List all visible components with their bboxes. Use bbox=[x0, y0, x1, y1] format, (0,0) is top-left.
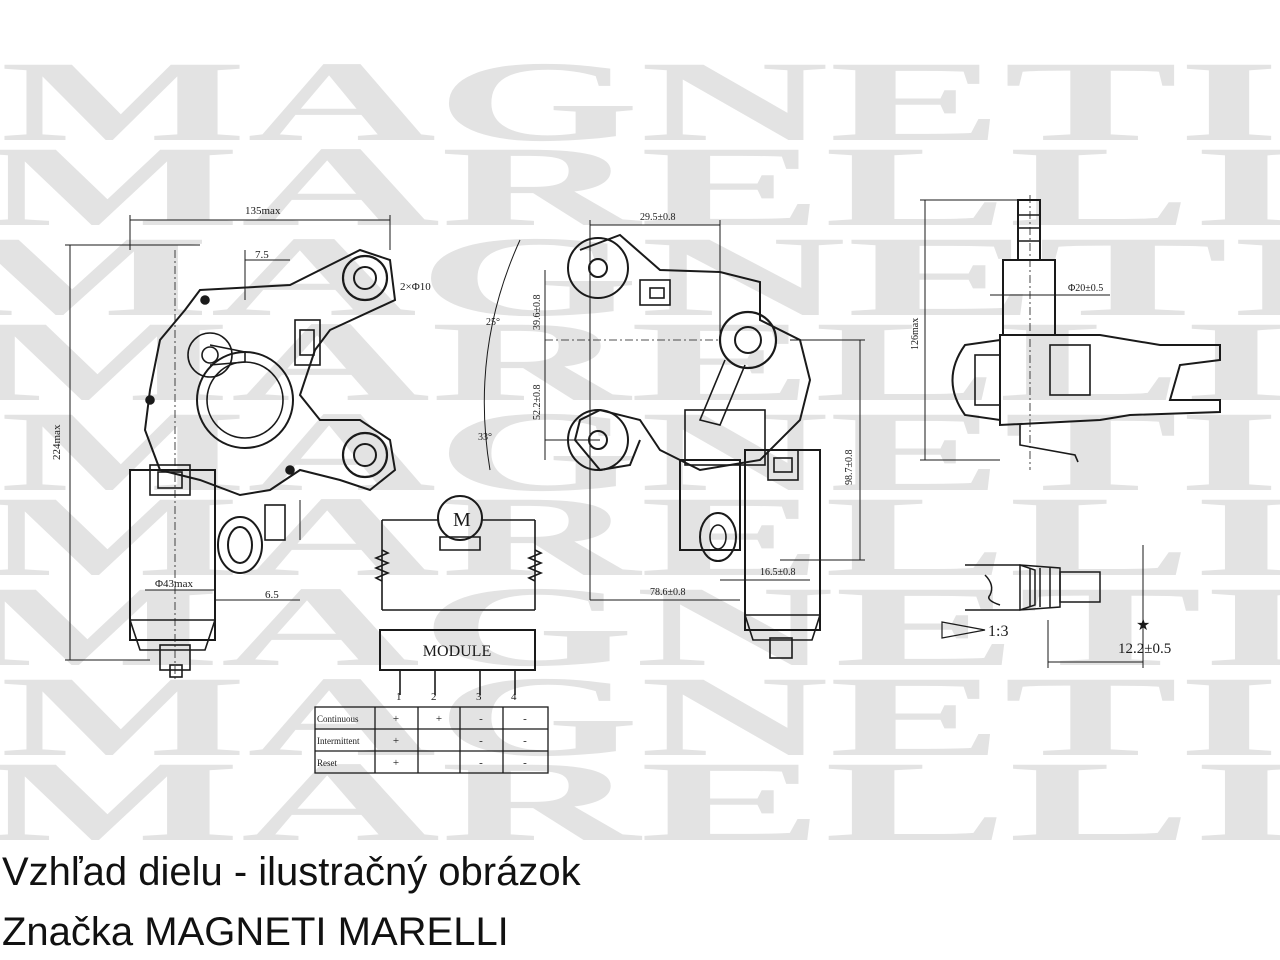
dim-angle-top: 25° bbox=[486, 317, 500, 328]
circuit-labels: M MODULE 1 2 3 4 bbox=[396, 509, 517, 703]
middle-view bbox=[483, 220, 865, 659]
table-cell: - bbox=[523, 735, 527, 747]
middle-view-labels: 29.5±0.8 25° 33° 39.6±0.8 52.2±0.8 98.7±… bbox=[478, 212, 855, 598]
dim-holes: 2×Φ10 bbox=[400, 281, 431, 293]
left-view-labels: 135max 224max 7.5 2×Φ10 Φ43max 6.5 bbox=[51, 205, 431, 601]
watermark-row: MAGNETI bbox=[0, 213, 1280, 340]
table-cell: + bbox=[436, 713, 442, 725]
watermark-row: MARELLI bbox=[0, 123, 1280, 250]
detail-star: ★ bbox=[1136, 617, 1150, 634]
pin-label: 1 bbox=[396, 691, 402, 703]
watermark: MAGNETI MARELLI MAGNETI MARELLI MAGNETI … bbox=[0, 38, 1280, 840]
right-view bbox=[920, 195, 1221, 470]
connection-table-text: Continuous Intermittent Reset + + - - + … bbox=[317, 713, 527, 769]
dim-angle-bottom: 33° bbox=[478, 432, 492, 443]
table-cell: - bbox=[523, 757, 527, 769]
left-view bbox=[65, 215, 397, 680]
table-cell: + bbox=[393, 757, 399, 769]
right-view-labels: Φ20±0.5 126max bbox=[910, 283, 1103, 350]
dim-width: 135max bbox=[245, 205, 281, 217]
dim-plug: 6.5 bbox=[265, 589, 279, 601]
detail-ratio: 1:3 bbox=[988, 623, 1008, 640]
module-label: MODULE bbox=[423, 643, 491, 660]
table-cell: - bbox=[523, 713, 527, 725]
table-row-label: Continuous bbox=[317, 714, 359, 724]
watermark-row: MAGNETI bbox=[0, 653, 1280, 780]
table-row-label: Reset bbox=[317, 758, 337, 768]
dim-shaft: Φ20±0.5 bbox=[1068, 283, 1103, 294]
watermark-row: MAGNETI bbox=[0, 388, 1280, 515]
caption-illustration-note: Vzhľad dielu - ilustračný obrázok bbox=[2, 850, 581, 894]
technical-drawing: MAGNETI MARELLI MAGNETI MARELLI MAGNETI … bbox=[0, 38, 1280, 840]
shaft-detail bbox=[941, 545, 1144, 668]
dim-height-right: 126max bbox=[910, 318, 921, 350]
pin-label: 2 bbox=[431, 691, 437, 703]
connection-table bbox=[314, 706, 549, 774]
pin-label: 3 bbox=[476, 691, 482, 703]
dim-right: 98.7±0.8 bbox=[844, 450, 855, 486]
dim-bottom: 78.6±0.8 bbox=[650, 587, 686, 598]
watermark-row: MAGNETI bbox=[0, 38, 1280, 165]
watermark-row: MARELLI bbox=[0, 473, 1280, 600]
circuit-diagram bbox=[373, 495, 544, 695]
detail-labels: 1:3 12.2±0.5 ★ bbox=[988, 617, 1171, 657]
table-cell: + bbox=[393, 735, 399, 747]
table-cell: + bbox=[393, 713, 399, 725]
detail-length: 12.2±0.5 bbox=[1118, 641, 1171, 657]
watermark-row: MARELLI bbox=[0, 738, 1280, 840]
motor-label: M bbox=[453, 509, 471, 531]
dim-small: 16.5±0.8 bbox=[760, 567, 796, 578]
table-cell: - bbox=[479, 713, 483, 725]
dim-vertical-2: 52.2±0.8 bbox=[532, 385, 543, 421]
dim-top: 29.5±0.8 bbox=[640, 212, 676, 223]
dim-offset: 7.5 bbox=[255, 249, 269, 261]
table-cell: - bbox=[479, 757, 483, 769]
table-row-label: Intermittent bbox=[317, 736, 360, 746]
caption-brand: Značka MAGNETI MARELLI bbox=[2, 910, 509, 954]
dim-motor-diameter: Φ43max bbox=[155, 578, 193, 590]
table-cell: - bbox=[479, 735, 483, 747]
dim-height: 224max bbox=[51, 424, 63, 460]
pin-label: 4 bbox=[511, 691, 517, 703]
dim-vertical-1: 39.6±0.8 bbox=[532, 295, 543, 331]
